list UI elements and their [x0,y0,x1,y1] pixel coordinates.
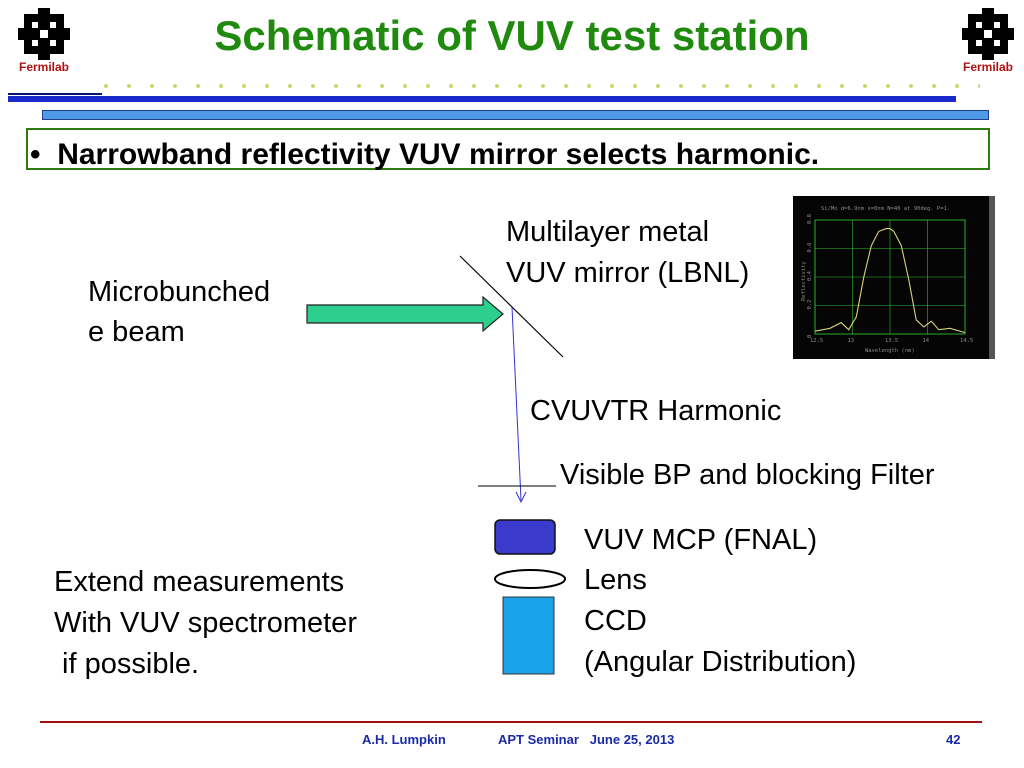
plot-ytick-label: 0.6 [807,243,813,253]
bullet-text: Narrowband reflectivity VUV mirror selec… [57,138,820,171]
plot-xlabel: Wavelength (nm) [865,348,915,354]
reflectivity-plot-svg: Si/Mo d=6.9nm s=0nm N=40 at 90deg. P=1. … [793,196,995,359]
mirror-label-line2: VUV mirror (LBNL) [506,257,750,289]
plot-ytick-label: 0.4 [807,270,813,281]
fermilab-logo-icon [18,8,70,60]
footer-seminar: APT Seminar June 25, 2013 [498,732,675,747]
mirror-line [459,255,564,358]
plot-ylabel: Reflectivity [801,261,807,301]
harmonic-ray [511,306,522,501]
filter-label: Visible BP and blocking Filter [560,459,935,491]
reflectivity-curve [814,228,966,334]
plot-xtick-label: 14.5 [960,338,973,344]
fermilab-logo-left: Fermilab [4,8,84,74]
plot-ytick-label: 0.8 [807,214,813,224]
header-bar [8,96,956,102]
mcp-label: VUV MCP (FNAL) [584,524,818,556]
plot-header: Si/Mo d=6.9nm s=0nm N=40 at 90deg. P=1. [821,206,950,212]
reflectivity-plot: Si/Mo d=6.9nm s=0nm N=40 at 90deg. P=1. … [793,196,995,359]
harmonic-ray-arrowhead [515,491,527,504]
footer-author: A.H. Lumpkin [362,732,446,747]
footer-page-number: 42 [946,732,961,747]
fermilab-logo-icon [962,8,1014,60]
lens-label: Lens [584,564,647,596]
harmonic-label: CVUVTR Harmonic [530,395,782,427]
lens-shape [494,569,566,589]
plot-xtick-label: 13 [848,338,855,344]
fermilab-logo-right: Fermilab [948,8,1024,74]
dotted-separator [104,84,980,88]
plot-xtick-label: 14 [923,338,930,344]
mcp-detector [494,519,556,555]
bullet-box [26,128,990,170]
plot-xtick-label: 12.5 [810,338,823,344]
ccd-detector [502,596,555,675]
beam-label-line2: e beam [88,316,185,348]
angular-label: (Angular Distribution) [584,646,857,678]
header-bar-light [42,110,989,120]
bullet-item: • Narrowband reflectivity VUV mirror sel… [30,138,819,172]
note-line1: Extend measurements [54,566,345,598]
logo-text: Fermilab [962,60,1013,74]
plot-ytick-label: 0.2 [807,300,813,310]
ccd-label: CCD [584,605,647,637]
plot-ytick-label: 0 [807,335,813,338]
bullet-icon: • [30,138,58,171]
note-line3: if possible. [54,648,200,680]
footer-line [40,721,982,723]
plot-xtick-label: 13.5 [885,338,898,344]
header-bar-accent [8,93,102,95]
beam-arrow [306,295,504,333]
note-line2: With VUV spectrometer [54,607,357,639]
logo-text: Fermilab [18,60,69,74]
beam-label-line1: Microbunched [88,276,271,308]
slide-title: Schematic of VUV test station [214,12,810,59]
mirror-label-line1: Multilayer metal [506,216,710,248]
